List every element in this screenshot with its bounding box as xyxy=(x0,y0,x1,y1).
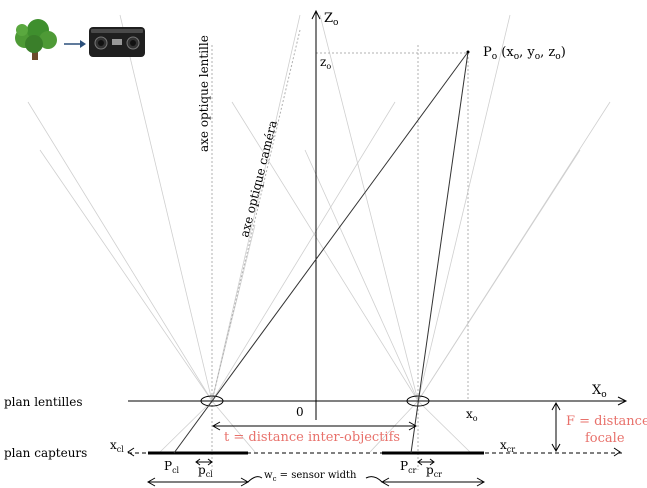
t-distance-arrow xyxy=(211,421,418,431)
f-distance-label-line1: F = distance xyxy=(566,414,647,429)
pcl-arrow xyxy=(195,458,213,466)
Pcl-label: Pcl xyxy=(164,459,180,475)
z-axis-label: Zo xyxy=(324,11,338,28)
fov-ray xyxy=(211,101,396,402)
fov-rays xyxy=(27,14,611,453)
fov-ray xyxy=(27,101,213,402)
fov-ray xyxy=(304,149,419,402)
stereo-camera-icon xyxy=(89,27,145,57)
sensor-width-arrow-left xyxy=(146,477,250,487)
fov-ray xyxy=(119,14,213,402)
plan-capteurs-label: plan capteurs xyxy=(4,446,87,460)
fov-ray xyxy=(159,400,213,453)
sensor-width-arrow-right xyxy=(380,477,486,487)
Pcr-label: Pcr xyxy=(400,459,417,475)
fov-ray xyxy=(417,149,581,402)
xcl-arrow xyxy=(127,447,135,457)
point-label: Po (xo, yo, zo) xyxy=(483,45,566,62)
ray-right xyxy=(410,51,469,454)
tree-icon xyxy=(15,19,57,60)
camera-optical-axis xyxy=(211,29,301,402)
z0-label: zo xyxy=(320,55,331,71)
lens-left xyxy=(200,395,224,407)
pcr-label: pcr xyxy=(426,463,442,479)
xcr-label: xcr xyxy=(500,438,515,454)
origin-label: 0 xyxy=(296,405,304,419)
fov-ray xyxy=(211,224,256,402)
sensor-width-label: wc = sensor width xyxy=(264,470,357,483)
arrow-right-icon xyxy=(64,40,86,48)
x-axis xyxy=(128,396,628,406)
point-P xyxy=(466,50,470,54)
f-distance-label-line2: focale xyxy=(585,431,625,446)
x-axis-label: Xo xyxy=(592,383,607,400)
xcr-arrow xyxy=(613,447,621,457)
pcr-arrow xyxy=(417,458,435,466)
fov-ray xyxy=(211,14,301,402)
plan-lentilles-label: plan lentilles xyxy=(4,395,82,409)
fov-ray xyxy=(319,14,419,402)
wc-bracket-left xyxy=(247,476,263,483)
z-axis xyxy=(311,9,321,420)
fov-ray xyxy=(417,14,511,402)
fov-ray xyxy=(231,101,419,402)
f-distance-arrow xyxy=(551,401,561,453)
fov-ray xyxy=(39,149,213,402)
fov-ray xyxy=(417,400,471,453)
ray-left xyxy=(173,51,469,454)
wc-bracket-right xyxy=(365,476,383,483)
xcl-label: xcl xyxy=(110,438,124,454)
x0-label: xo xyxy=(466,407,478,423)
axe-camera-label: axe optique caméra xyxy=(237,119,280,239)
t-distance-label: t = distance inter-objectifs xyxy=(224,430,400,445)
pcl-label: pcl xyxy=(198,463,213,479)
axe-lentille-label: axe optique lentille xyxy=(197,35,211,152)
